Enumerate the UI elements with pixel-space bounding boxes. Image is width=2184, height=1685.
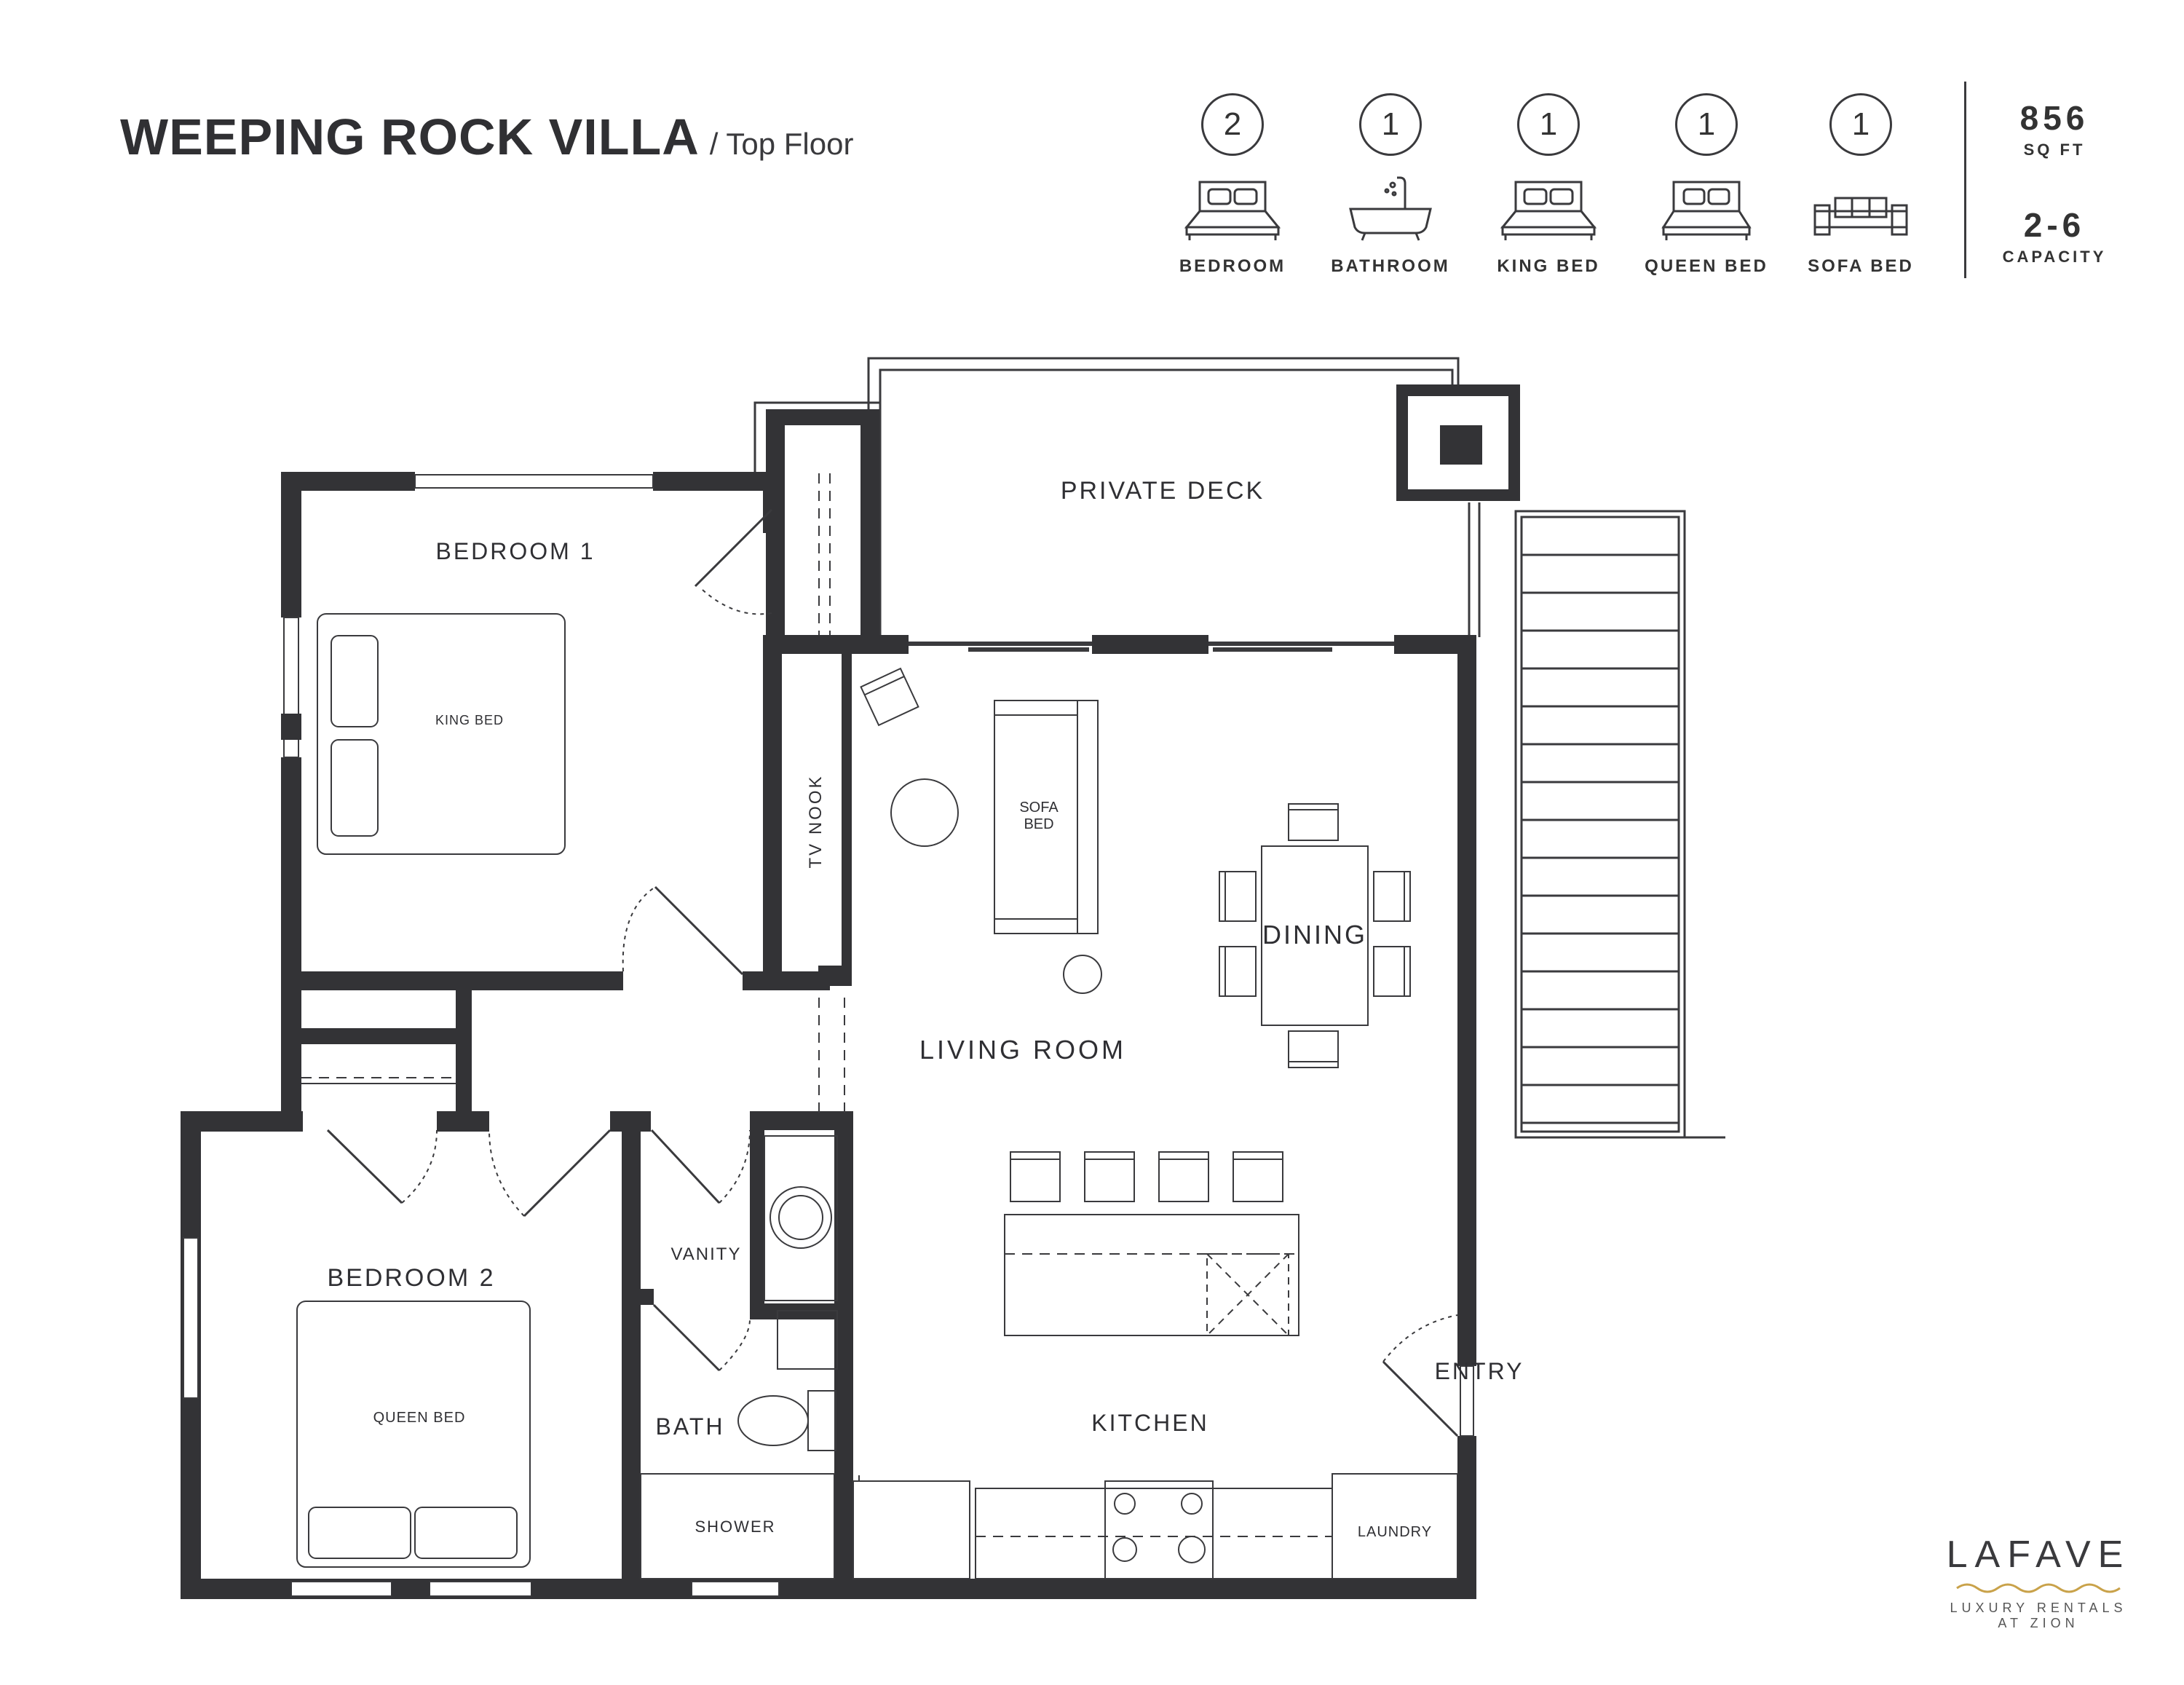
logo-name: LAFAVE: [1946, 1534, 2131, 1576]
queen-bed-furniture: [296, 1301, 531, 1568]
capacity-unit: CAPACITY: [2002, 248, 2107, 266]
logo-tagline-2: AT ZION: [1998, 1616, 2079, 1630]
label-bath: BATH: [656, 1413, 725, 1440]
label-bedroom1: BEDROOM 1: [435, 538, 595, 564]
bed-icon: [1184, 181, 1281, 240]
sofa-icon: [1813, 197, 1908, 236]
area-unit: SQ FT: [2023, 141, 2086, 159]
logo-tagline-1: LUXURY RENTALS: [1950, 1601, 2127, 1615]
dining-table: [1219, 803, 1411, 1068]
hallway-openings: [301, 998, 845, 1114]
label-living-room: LIVING ROOM: [919, 1035, 1126, 1065]
label-tv-nook: TV NOOK: [806, 774, 826, 868]
label-entry: ENTRY: [1435, 1358, 1524, 1384]
stat-label: KING BED: [1497, 256, 1600, 276]
stat-label: QUEEN BED: [1645, 256, 1768, 276]
stat-count: 2: [1201, 93, 1264, 156]
queen-bed-icon: [1661, 181, 1752, 240]
stat-label: BEDROOM: [1179, 256, 1286, 276]
page-title: WEEPING ROCK VILLA / Top Floor: [120, 108, 853, 166]
windows: [183, 474, 1474, 1597]
king-bed-icon: [1500, 181, 1597, 240]
area-value: 856: [2019, 99, 2089, 137]
label-queen-bed: QUEEN BED: [373, 1410, 466, 1426]
lafave-logo: LAFAVE LUXURY RENTALS AT ZION: [1936, 1533, 2140, 1631]
living-furniture: [860, 667, 1102, 994]
capacity-stat: 2-6 CAPACITY: [1982, 205, 2127, 267]
stats-divider: [1964, 82, 1966, 278]
label-vanity: VANITY: [671, 1244, 742, 1264]
label-bedroom2: BEDROOM 2: [327, 1264, 495, 1292]
staircase: [1514, 510, 1725, 1139]
stat-bathroom: 1 BATHROOM: [1307, 93, 1474, 277]
stat-count: 1: [1359, 93, 1422, 156]
label-sofa-bed-2: BED: [1024, 816, 1053, 832]
villa-name: WEEPING ROCK VILLA: [120, 108, 700, 165]
label-kitchen: KITCHEN: [1091, 1410, 1208, 1436]
stat-bedroom: 2 BEDROOM: [1149, 93, 1316, 277]
kitchen-counter: [852, 1473, 1458, 1579]
label-dining: DINING: [1262, 920, 1367, 950]
label-sofa-bed-1: SOFA: [1019, 800, 1059, 816]
label-laundry: LAUNDRY: [1358, 1524, 1432, 1540]
label-shower: SHOWER: [695, 1518, 776, 1536]
label-king-bed: KING BED: [435, 713, 504, 727]
stat-count: 1: [1675, 93, 1738, 156]
chimney: [1396, 384, 1520, 501]
stair-steps: [1522, 553, 1679, 1124]
stat-king-bed: 1 KING BED: [1465, 93, 1632, 277]
capacity-value: 2-6: [2023, 206, 2086, 244]
logo-wave-icon: [1956, 1583, 2121, 1593]
sliding-doors: [818, 473, 1394, 652]
bathtub-icon: [1349, 176, 1432, 241]
stat-queen-bed: 1 QUEEN BED: [1623, 93, 1790, 277]
stat-label: SOFA BED: [1808, 256, 1914, 276]
stat-sofa-bed: 1 SOFA BED: [1777, 93, 1944, 277]
door-swings: [326, 508, 1459, 1437]
label-private-deck: PRIVATE DECK: [1061, 477, 1265, 505]
bath-fixtures: [640, 1135, 838, 1579]
floor-label: / Top Floor: [709, 127, 854, 161]
window-mullions: [281, 714, 569, 1599]
king-bed-furniture: [317, 613, 566, 855]
kitchen-island: [1004, 1151, 1299, 1336]
stat-count: 1: [1517, 93, 1580, 156]
area-stat: 856 SQ FT: [1982, 98, 2127, 159]
stat-label: BATHROOM: [1331, 256, 1450, 276]
stat-count: 1: [1829, 93, 1892, 156]
